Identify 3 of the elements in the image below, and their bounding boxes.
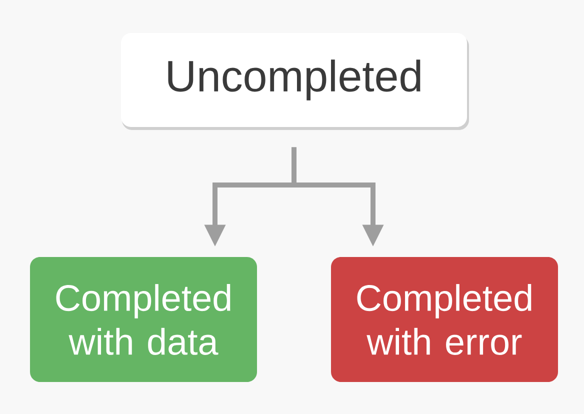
state-box: Completed with error	[331, 257, 558, 382]
state-box: Uncompleted	[121, 33, 469, 130]
state-box: Completed with data	[30, 257, 257, 382]
